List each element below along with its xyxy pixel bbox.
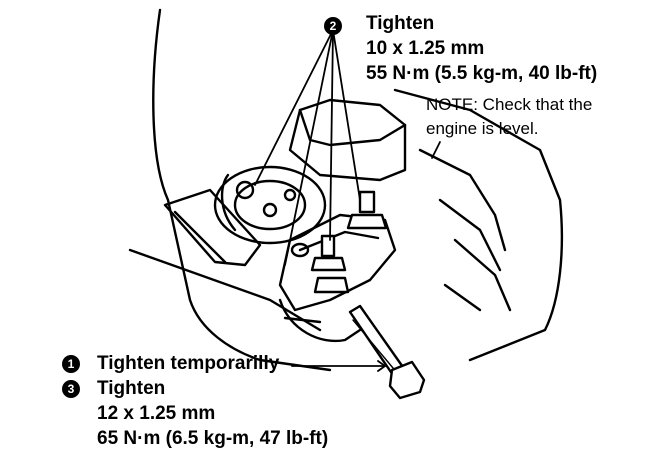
transmission-rib-4 — [443, 283, 482, 312]
transmission-rib-2 — [438, 198, 502, 272]
leader-line — [329, 29, 334, 241]
leader-line — [332, 29, 361, 201]
note-line-1: NOTE: Check that the — [426, 95, 593, 114]
transmission-housing — [393, 88, 564, 362]
transmission-rib-3 — [453, 238, 512, 312]
top-torque-label: 55 N·m (5.5 kg-m, 40 lb-ft) — [366, 63, 598, 84]
middle-stud — [310, 234, 347, 272]
engine-block-outline — [152, 8, 332, 372]
upper-stud — [346, 190, 388, 230]
top-action-label: Tighten — [366, 13, 435, 34]
step-number-badge-icon: 3 — [62, 380, 80, 398]
pulley-inner — [233, 179, 307, 231]
bottom-torque-label: 65 N·m (6.5 kg-m, 47 lb-ft) — [97, 428, 329, 449]
leader-line — [284, 29, 334, 266]
note-line-2: engine is level. — [426, 119, 539, 138]
bottom-size-label: 12 x 1.25 mm — [97, 403, 216, 424]
leader-line — [254, 29, 334, 186]
lower-housing — [278, 298, 362, 343]
top-boss — [288, 98, 407, 182]
top-size-label: 10 x 1.25 mm — [366, 38, 485, 59]
bottom-action-3-label: Tighten — [97, 378, 166, 399]
note-leader — [431, 141, 441, 159]
through-bolt — [348, 304, 426, 400]
step-number-badge-icon: 1 — [62, 355, 80, 373]
pulley-outer — [213, 165, 327, 245]
lower-stud — [313, 276, 350, 294]
transmission-rib-1 — [418, 148, 507, 252]
bracket-plate — [163, 188, 262, 267]
bottom-action-1-label: Tighten temporarilly — [97, 353, 280, 374]
step-number-badge-icon: 2 — [324, 17, 342, 35]
